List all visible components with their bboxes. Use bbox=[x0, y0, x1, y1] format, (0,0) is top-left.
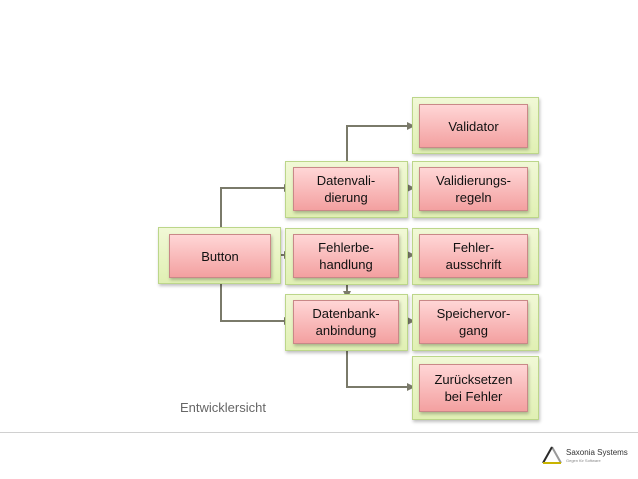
node-zuruecksetzen: Zurücksetzen bei Fehler bbox=[419, 364, 528, 412]
node-fehlerbehandlung: Fehlerbe- handlung bbox=[293, 234, 399, 278]
triangle-logo-icon bbox=[542, 446, 562, 464]
connector-datenvalidierung-to-validator bbox=[346, 122, 415, 161]
node-validator: Validator bbox=[419, 104, 528, 148]
node-button: Button bbox=[169, 234, 271, 278]
saxonia-logo: Saxonia Systems Gegen für Software bbox=[540, 440, 632, 470]
logo-tagline: Gegen für Software bbox=[566, 458, 601, 463]
connector-datenbankanbindung-to-zuruecksetzen bbox=[346, 348, 415, 391]
node-datenbankanbindung: Datenbank- anbindung bbox=[293, 300, 399, 344]
connector-button-to-datenvalidierung bbox=[220, 184, 292, 231]
node-datenvalidierung: Datenvali- dierung bbox=[293, 167, 399, 211]
connector-button-to-datenbankanbindung bbox=[220, 280, 292, 325]
footer-divider bbox=[0, 432, 638, 433]
node-validierungsregeln: Validierungs- regeln bbox=[419, 167, 528, 211]
logo-name: Saxonia Systems bbox=[566, 448, 628, 457]
node-speichervorgang: Speichervor- gang bbox=[419, 300, 528, 344]
diagram-caption: Entwicklersicht bbox=[180, 400, 266, 415]
node-fehlerausschrift: Fehler- ausschrift bbox=[419, 234, 528, 278]
